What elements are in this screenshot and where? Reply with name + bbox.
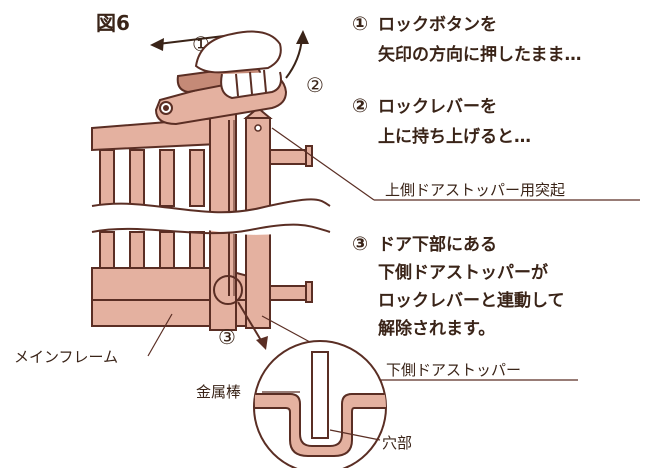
push-arrow-icon [150, 35, 225, 51]
step-1: ① ロックボタンを 矢印の方向に押したまま… [352, 13, 582, 65]
step-1-line1: ロックボタンを [378, 15, 497, 35]
step-1-line2: 矢印の方向に押したまま… [378, 44, 582, 65]
arrow-label-3: ③ [218, 325, 236, 349]
step-3-line4: 解除されます。 [378, 318, 495, 339]
step-2-number: ② [352, 95, 368, 117]
label-upper-stopper: 上側ドアストッパー用突起 [385, 181, 565, 199]
step-2-line2: 上に持ち上げると… [378, 126, 531, 147]
step-3: ③ ドア下部にある 下側ドアストッパーが ロックレバーと連動して 解除されます。 [352, 233, 565, 339]
step-3-line3: ロックレバーと連動して [378, 290, 565, 311]
label-hole: 穴部 [382, 434, 412, 452]
step-2: ② ロックレバーを 上に持ち上げると… [352, 95, 531, 147]
lift-arrow-icon [285, 30, 309, 79]
figure-title: 図6 [96, 11, 130, 35]
magnified-detail [253, 340, 387, 472]
step-3-line1: ドア下部にある [378, 234, 497, 255]
detail-marker [213, 275, 243, 305]
label-main-frame: メインフレーム [14, 348, 118, 366]
step-3-line2: 下側ドアストッパーが [378, 262, 548, 283]
hand-icon [194, 30, 282, 100]
step-2-line1: ロックレバーを [378, 97, 497, 117]
step-1-number: ① [352, 13, 368, 35]
label-metal-rod: 金属棒 [196, 383, 241, 401]
step-3-number: ③ [352, 233, 368, 255]
arrow-label-2: ② [306, 73, 324, 97]
label-lower-stopper: 下側ドアストッパー [386, 361, 521, 379]
